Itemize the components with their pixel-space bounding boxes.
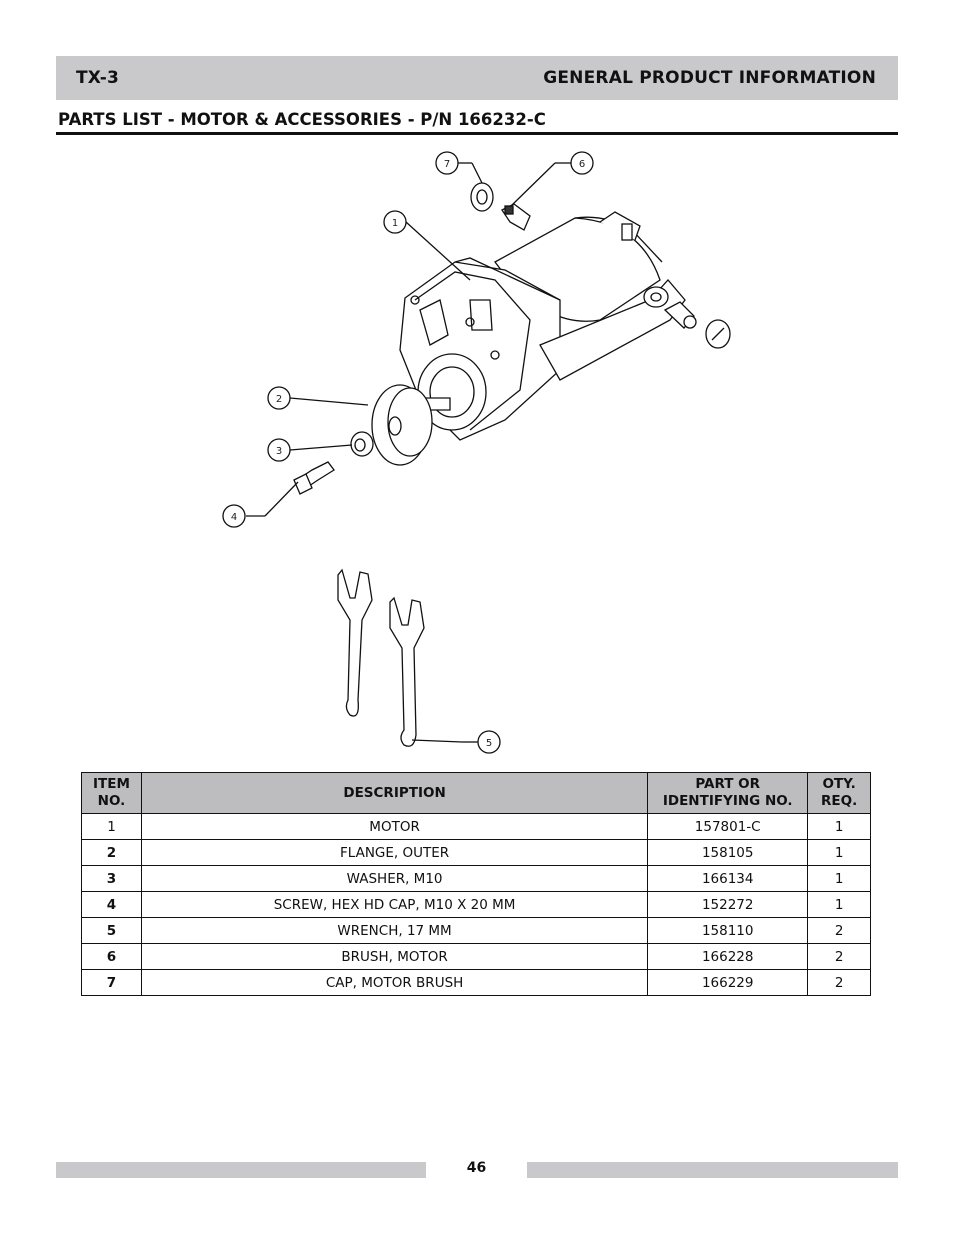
- table-row: 3 WASHER, M10 166134 1: [81, 865, 871, 892]
- callout-label-1: 1: [392, 218, 398, 229]
- footer-bar-right: [527, 1162, 898, 1178]
- callout-5: [477, 730, 501, 754]
- callout-circles: [222, 151, 594, 754]
- part-cell: 157801-C: [647, 813, 809, 840]
- qty-cell: 2: [807, 943, 871, 970]
- callout-label-7: 7: [444, 159, 450, 170]
- footer-bar-left: [56, 1162, 426, 1178]
- item-cell: 1: [81, 813, 142, 840]
- table-row: 2 FLANGE, OUTER 158105 1: [81, 839, 871, 866]
- screw-illustration: [293, 461, 335, 495]
- qty-cell: 1: [807, 865, 871, 892]
- exploded-parts-drawing: 1 2 3 4 5 6 7: [200, 140, 760, 760]
- callout-4: [222, 504, 246, 528]
- part-cell: 166228: [647, 943, 809, 970]
- table-row: 7 CAP, MOTOR BRUSH 166229 2: [81, 969, 871, 996]
- brush-cap-upper: [470, 182, 531, 231]
- header-qty: OTY. REQ.: [807, 772, 871, 814]
- washer-illustration: [350, 431, 374, 457]
- table-row: 6 BRUSH, MOTOR 166228 2: [81, 943, 871, 970]
- callout-label-4: 4: [231, 512, 237, 523]
- part-cell: 158105: [647, 839, 809, 866]
- callout-3: [267, 438, 291, 462]
- item-cell: 6: [81, 943, 142, 970]
- header-part-no: PART OR IDENTIFYING NO.: [647, 772, 809, 814]
- parts-table: ITEM NO. DESCRIPTION PART OR IDENTIFYING…: [81, 772, 871, 996]
- qty-cell: 1: [807, 839, 871, 866]
- leader-lines: [246, 162, 571, 743]
- item-cell: 4: [81, 891, 142, 918]
- callout-label-2: 2: [276, 394, 282, 405]
- description-cell: SCREW, HEX HD CAP, M10 X 20 MM: [140, 891, 649, 918]
- item-cell: 3: [81, 865, 142, 892]
- part-cell: 152272: [647, 891, 809, 918]
- table-row: 4 SCREW, HEX HD CAP, M10 X 20 MM 152272 …: [81, 891, 871, 918]
- page-number: 46: [466, 1160, 487, 1176]
- callout-label-5: 5: [486, 738, 492, 749]
- flange-illustration: [371, 384, 433, 466]
- table-row: 1 MOTOR 157801-C 1: [81, 813, 871, 840]
- description-cell: CAP, MOTOR BRUSH: [140, 969, 649, 996]
- header-description: DESCRIPTION: [140, 772, 649, 814]
- part-cell: 166229: [647, 969, 809, 996]
- part-cell: 166134: [647, 865, 809, 892]
- part-cell: 158110: [647, 917, 809, 944]
- callout-label-6: 6: [579, 159, 585, 170]
- description-cell: BRUSH, MOTOR: [140, 943, 649, 970]
- qty-cell: 2: [807, 917, 871, 944]
- table-header-row: ITEM NO. DESCRIPTION PART OR IDENTIFYING…: [81, 772, 871, 814]
- callout-2: [267, 386, 291, 410]
- description-cell: WASHER, M10: [140, 865, 649, 892]
- qty-cell: 1: [807, 813, 871, 840]
- description-cell: FLANGE, OUTER: [140, 839, 649, 866]
- model-label: TX-3: [76, 68, 120, 88]
- qty-cell: 2: [807, 969, 871, 996]
- item-cell: 7: [81, 969, 142, 996]
- item-cell: 5: [81, 917, 142, 944]
- item-cell: 2: [81, 839, 142, 866]
- title-rule: [56, 132, 898, 135]
- callout-6: [570, 151, 594, 175]
- table-row: 5 WRENCH, 17 MM 158110 2: [81, 917, 871, 944]
- brush-cap-right: [663, 301, 731, 349]
- header-band: TX-3 GENERAL PRODUCT INFORMATION: [56, 56, 898, 100]
- header-item-no: ITEM NO.: [81, 772, 142, 814]
- callout-7: [435, 151, 459, 175]
- description-cell: MOTOR: [140, 813, 649, 840]
- motor-illustration: [399, 211, 686, 441]
- description-cell: WRENCH, 17 MM: [140, 917, 649, 944]
- wrench-illustration: [337, 568, 425, 747]
- section-label: GENERAL PRODUCT INFORMATION: [543, 68, 876, 88]
- qty-cell: 1: [807, 891, 871, 918]
- callout-label-3: 3: [276, 446, 282, 457]
- page-title: PARTS LIST - MOTOR & ACCESSORIES - P/N 1…: [58, 110, 546, 129]
- callout-1: [383, 210, 407, 234]
